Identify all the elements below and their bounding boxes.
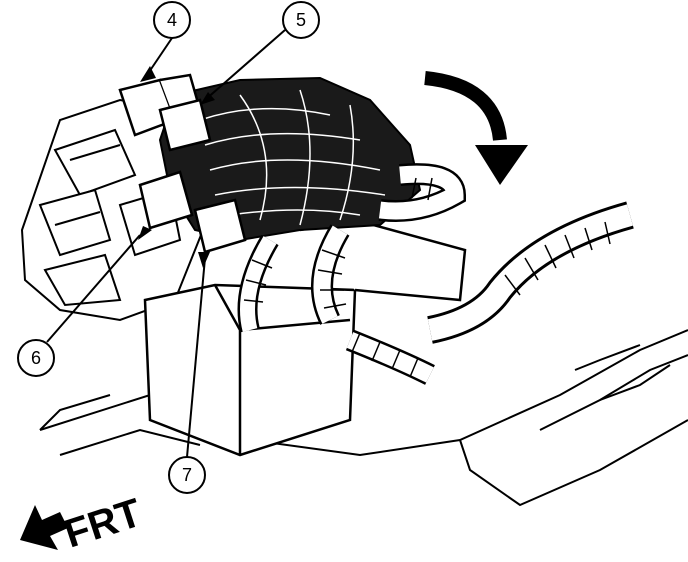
callout-4-label: 4 (167, 10, 177, 30)
callout-6: 6 (17, 339, 55, 377)
connector-7 (193, 198, 247, 254)
front-arrow-icon (20, 505, 68, 550)
wiring-harness-bundle (158, 76, 422, 242)
leader-arrowheads (138, 66, 215, 268)
frt-label: FRT (59, 491, 147, 557)
callout-7: 7 (168, 456, 206, 494)
callout-4: 4 (153, 1, 191, 39)
callout-5-label: 5 (296, 10, 306, 30)
leader-lines (46, 29, 286, 458)
connector-5 (158, 98, 212, 152)
connector-6 (138, 170, 194, 230)
callout-6-label: 6 (31, 348, 41, 368)
conduit-ribs (243, 177, 611, 378)
callout-7-label: 7 (182, 465, 192, 485)
callout-5: 5 (282, 1, 320, 39)
front-direction-indicator: FRT (20, 491, 147, 557)
rotation-arrow (424, 71, 528, 185)
